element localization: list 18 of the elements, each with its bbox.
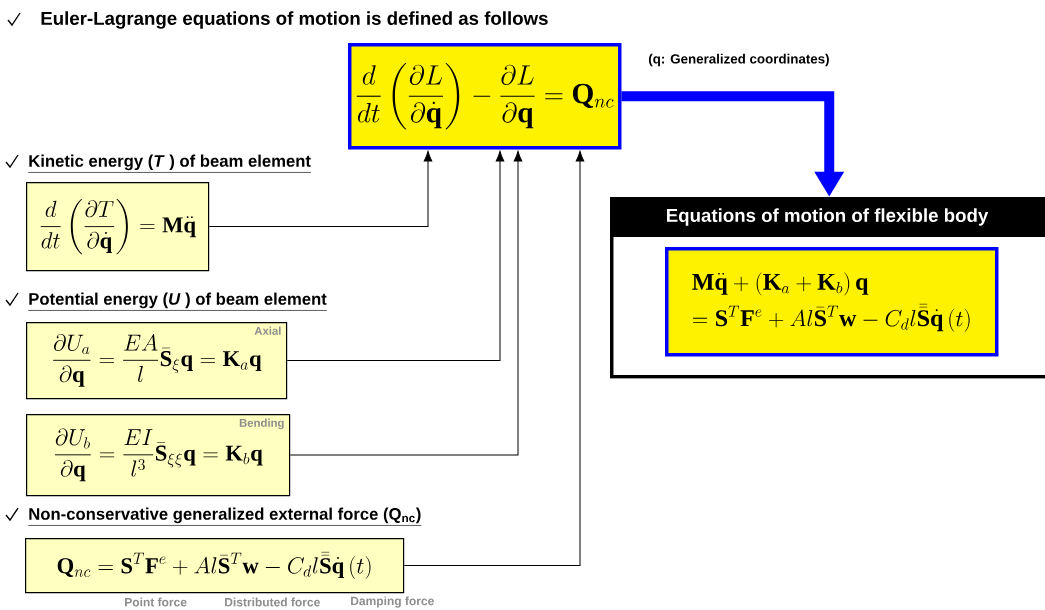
corner-label: Axial <box>254 326 281 335</box>
arrow <box>403 150 585 567</box>
section-heading: Potential energy (U ) of beam element <box>27 292 328 311</box>
note: Distributed force <box>225 597 320 607</box>
arrow <box>289 150 523 456</box>
arrow <box>208 150 433 228</box>
formula-box: $\mathbf{Q}_{nc}=\mathbf{S}^T\mathbf{F}^e+Al\bar{\mathbf{S}}^T\mathbf{w}-C_d l\bar{\bar{\mathbf{S}}}\dot{\mathbf{q}}\left(t\right)$ <box>25 538 405 594</box>
formula-box: $\frac{d}{dt}\left(\frac{\partial L}{\partial\dot{\mathbf{q}}}\right)-\frac{\partial L}{\partial\mathbf{q}}=\mathbf{Q}_{nc}$ <box>348 43 622 150</box>
section-heading: Kinetic energy (T ) of beam element <box>27 154 312 173</box>
arrow <box>286 150 505 362</box>
formula-box: $\mathbf{M}\ddot{\mathbf{q}}+\left(\mathbf{K}_a+\mathbf{K}_b\right)\mathbf{q}$ $=\mathbf{S}^T\mathbf{F}^e+Al\bar{\mathbf{S}}^T\mathbf{w}-C_d l\bar{\bar{\mathbf{S}}}\dot{\mathbf{q}}\left(t\right)$ <box>665 247 999 357</box>
heading: Euler-Lagrange equations of motion is defined as follows <box>41 11 548 29</box>
corner-label: Bending <box>239 418 284 430</box>
note: Damping force <box>351 596 434 608</box>
note: (q: Generalized coordinates) <box>648 53 829 67</box>
section-heading: Non-conservative generalized external force (Q$_{nc}$) <box>27 507 422 526</box>
formula-box: $\frac{d}{dt}\left(\frac{\partial T}{\partial\dot{\mathbf{q}}}\right)=\mathbf{M}\ddot{\mathbf{q}}$ <box>26 182 210 272</box>
note: Point force <box>125 597 187 607</box>
